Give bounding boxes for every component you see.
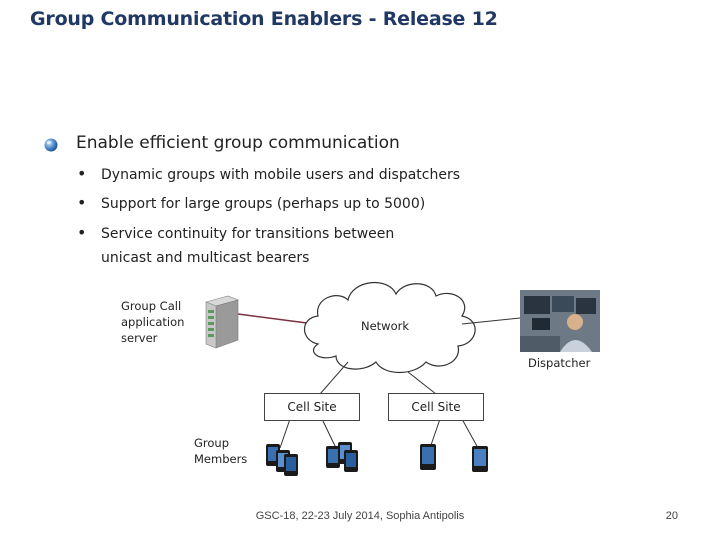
phone-icon (326, 442, 358, 472)
sub-bullet-3-continued: unicast and multicast bearers (101, 250, 310, 266)
cell-link-phone-1 (279, 418, 291, 449)
main-bullet-text: Enable efficient group communication (76, 133, 400, 153)
cell-site-2-link (407, 371, 437, 395)
sub-bullet-3: Service continuity for transitions betwe… (101, 226, 395, 242)
network-cloud-icon (303, 281, 476, 373)
cell-site-box: Cell Site (388, 393, 484, 421)
dispatcher-photo (520, 290, 600, 352)
slide-title: Group Communication Enablers - Release 1… (30, 8, 498, 30)
sub-bullet-2: Support for large groups (perhaps up to … (101, 196, 426, 212)
network-label: Network (361, 319, 410, 333)
sub-bullet-1: Dynamic groups with mobile users and dis… (101, 167, 461, 183)
bullet-dot: • (77, 193, 87, 212)
slide-footer: GSC-18, 22-23 July 2014, Sophia Antipoli… (255, 510, 465, 522)
cell-link-phone-2 (321, 418, 337, 449)
cell-link-phone-4 (461, 418, 479, 449)
cell-site-box: Cell Site (264, 393, 360, 421)
cell-link-phone-3 (429, 418, 441, 449)
dispatcher-label: Dispatcher (528, 356, 591, 370)
phone-icon (472, 446, 488, 472)
phone-icon (420, 444, 436, 470)
server-icon (205, 295, 239, 349)
dispatcher-link (461, 317, 521, 325)
phone-icon (266, 444, 298, 476)
globe-bullet-icon (44, 138, 58, 152)
bullet-dot: • (77, 223, 87, 242)
group-members-label: Group Members (194, 436, 248, 466)
server-label: Group Call application server (121, 299, 185, 345)
page-number: 20 (665, 510, 678, 522)
bullet-dot: • (77, 164, 87, 183)
cell-site-1-link (319, 361, 349, 395)
